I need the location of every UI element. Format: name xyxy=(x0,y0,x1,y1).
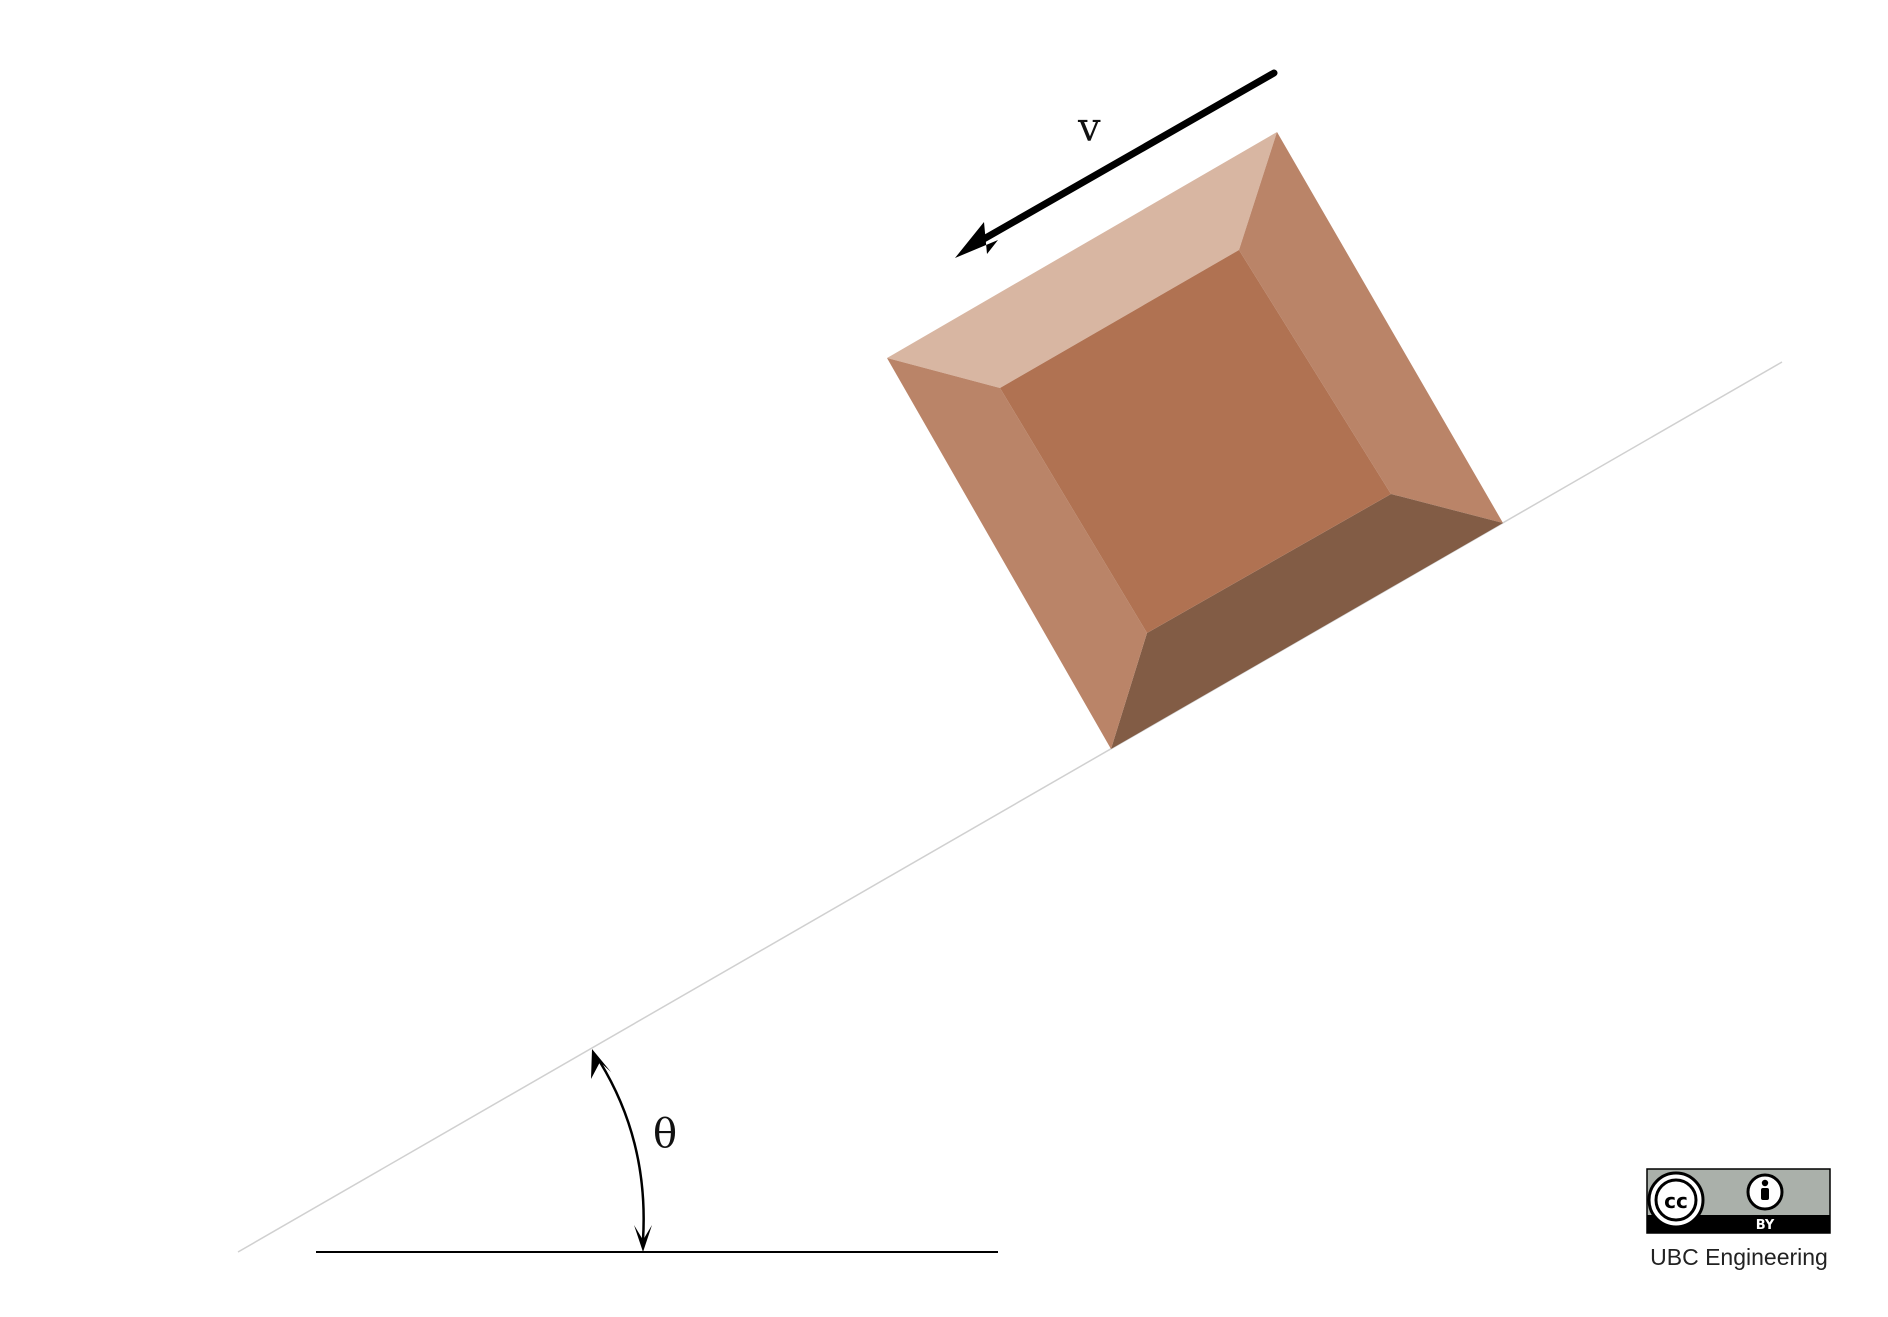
block-right-face xyxy=(1239,132,1503,523)
incline-surface-shadow xyxy=(238,362,1820,1252)
cc-icon-text: cc xyxy=(1664,1189,1688,1213)
angle-indicator xyxy=(591,1049,652,1252)
cc-icon: cc xyxy=(1647,1171,1705,1229)
angle-arrowhead-bottom xyxy=(634,1225,652,1252)
block-left-face xyxy=(887,358,1147,749)
block-bottom-face xyxy=(1111,494,1503,749)
velocity-arrow-shaft xyxy=(971,69,1278,248)
angle-arc xyxy=(598,1061,645,1241)
velocity-arrow xyxy=(955,69,1278,258)
velocity-label: v xyxy=(1077,105,1101,151)
block xyxy=(887,132,1503,749)
block-top-face xyxy=(887,132,1277,388)
block-front-face xyxy=(1000,250,1391,633)
velocity-arrow-head xyxy=(955,222,998,258)
cc-by-license-badge: cc BY xyxy=(1646,1168,1831,1234)
attribution-person-icon xyxy=(1746,1173,1784,1211)
inclined-plane xyxy=(237,361,1820,1253)
badge-by-label: BY xyxy=(1756,1218,1775,1233)
incline-edge xyxy=(237,361,1783,1253)
angle-label: θ xyxy=(653,1111,677,1157)
credit-text: UBC Engineering xyxy=(1650,1244,1828,1270)
angle-arrowhead-top xyxy=(591,1049,611,1079)
